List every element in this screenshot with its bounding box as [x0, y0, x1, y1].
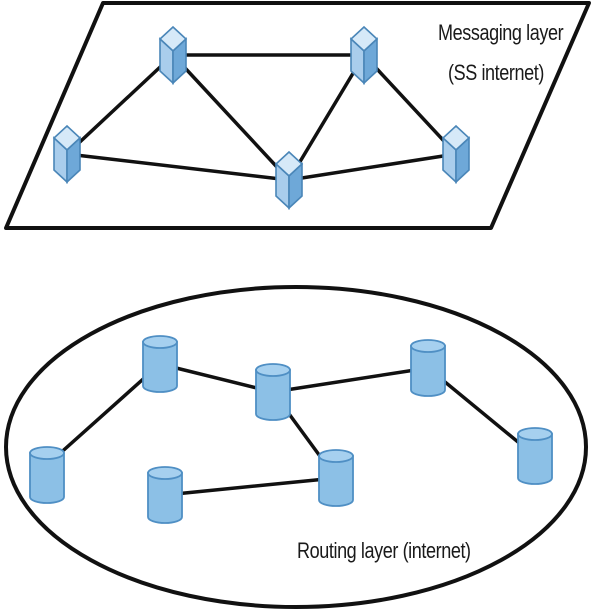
messaging-link [65, 152, 291, 182]
cube-node-icon [350, 26, 378, 84]
routing-layer-label: Routing layer (internet) [297, 538, 471, 563]
messaging-layer-sublabel: (SS internet) [448, 60, 544, 85]
cube-node-icon [159, 26, 187, 84]
cube-node-icon [442, 125, 470, 183]
cylinder-node-icon [147, 466, 183, 524]
messaging-link [362, 53, 458, 156]
routing-link [271, 366, 430, 394]
messaging-links [65, 53, 458, 182]
routing-link [158, 362, 275, 394]
cylinder-node-icon [410, 339, 446, 397]
cylinder-node-icon [255, 363, 291, 421]
messaging-link [287, 53, 366, 182]
messaging-link [65, 53, 175, 156]
cylinder-node-icon [29, 446, 65, 504]
cylinder-node-icon [517, 427, 553, 485]
routing-link [45, 362, 162, 467]
messaging-link [171, 53, 291, 182]
messaging-link [287, 152, 458, 182]
cylinder-node-icon [318, 449, 354, 507]
messaging-layer-label: Messaging layer [438, 20, 564, 45]
cube-node-icon [53, 125, 81, 183]
routing-link [163, 476, 338, 497]
cube-node-icon [275, 151, 303, 209]
cylinder-node-icon [142, 335, 178, 393]
messaging-layer-plane [4, 1, 591, 230]
routing-layer-ellipse [4, 285, 588, 609]
